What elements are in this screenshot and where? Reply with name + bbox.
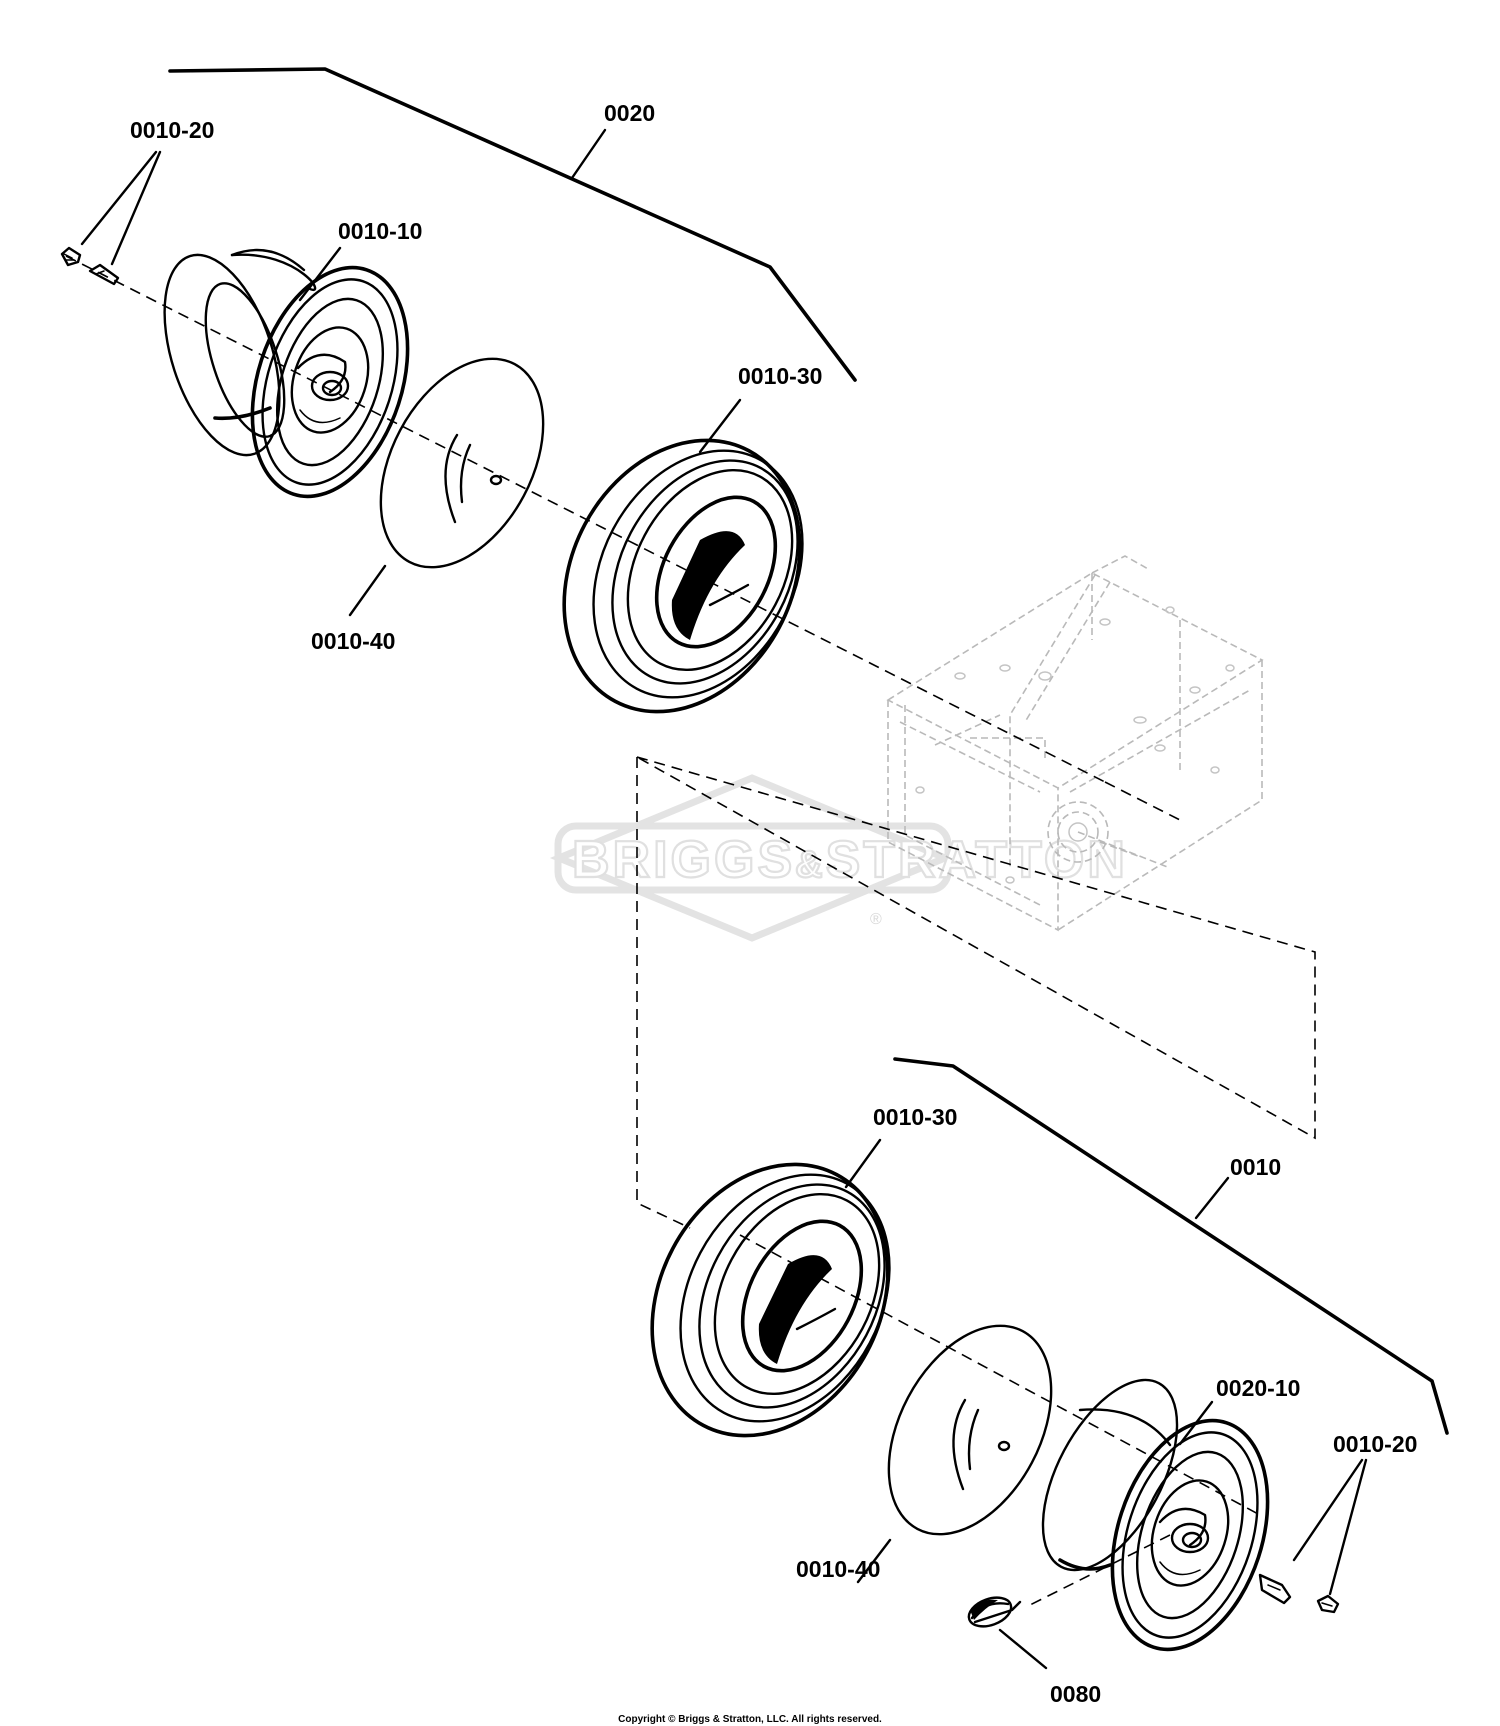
svg-text:BRIGGS&STRATTON: BRIGGS&STRATTON [572,831,1128,889]
top-inner-tube [379,357,545,569]
label-0010-20-bottom: 0010-20 [1333,1431,1417,1457]
briggs-stratton-watermark: BRIGGS&STRATTON ® [549,774,1128,942]
label-0010: 0010 [1230,1154,1281,1180]
label-0010-20-bottom-leader-a [1292,1458,1364,1562]
label-0010-20-top: 0010-20 [130,117,214,143]
label-0010-40-top: 0010-40 [311,628,395,654]
label-0010-30-bottom: 0010-30 [873,1104,957,1130]
copyright-notice: Copyright © Briggs & Stratton, LLC. All … [618,1714,882,1725]
group-0010-leader [893,1057,1449,1435]
watermark-ampersand: & [795,844,825,886]
bottom-inner-tube [887,1324,1053,1536]
label-0010-20-top-leader-a [80,150,158,246]
label-0080-leader [998,1628,1048,1670]
exploded-view-axis-lines [65,255,1316,1606]
top-valve-plugs [60,246,120,286]
label-0010-30-top-leader [698,398,742,454]
label-0010-leader [1194,1176,1230,1220]
top-tire [562,438,804,714]
group-0020-leader [168,67,857,382]
label-0010-20-bottom-leader-b [1328,1458,1368,1596]
label-0010-10-leader [298,246,342,302]
label-0010-30-top: 0010-30 [738,363,822,389]
bottom-tire [650,1162,891,1438]
top-wheel-rim [163,248,410,499]
label-0080: 0080 [1050,1681,1101,1707]
label-0020-10-leader [1178,1400,1214,1446]
label-0010-10: 0010-10 [338,218,422,244]
label-0010-40-top-leader [348,564,387,617]
bottom-wheel-rim [1041,1378,1270,1652]
watermark-brand-left: BRIGGS [572,831,795,889]
label-0010-40-bottom-leader [856,1538,892,1584]
hairpin-clip [967,1596,1022,1628]
watermark-registered-mark: ® [870,911,882,928]
bottom-valve-plugs [1258,1573,1340,1614]
label-0010-30-bottom-leader [844,1138,882,1189]
label-0020-10: 0020-10 [1216,1375,1300,1401]
label-0020: 0020 [604,100,655,126]
label-0020-leader [570,128,607,180]
label-0010-40-bottom: 0010-40 [796,1556,880,1582]
chassis-frame-reference [886,555,1264,932]
label-0010-20-top-leader-b [110,150,162,266]
